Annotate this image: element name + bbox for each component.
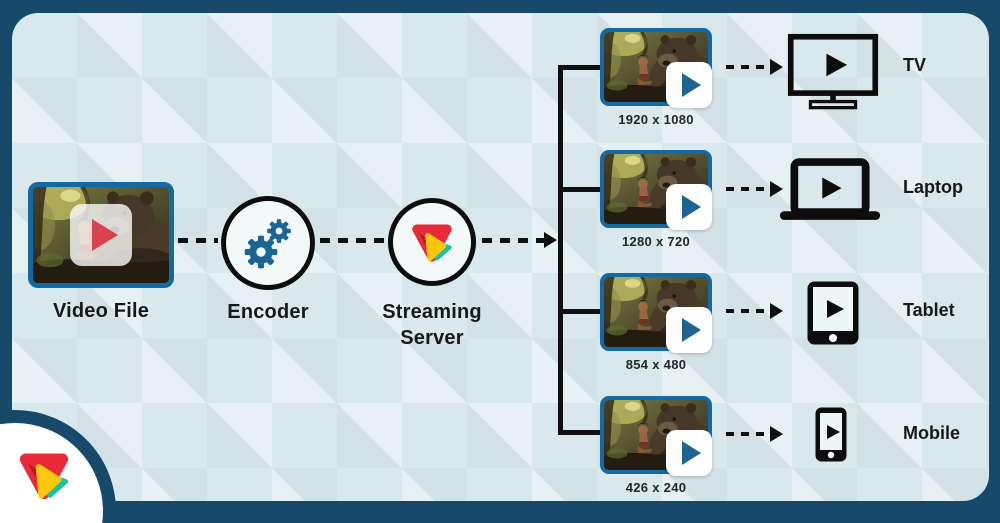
device-label-mobile: Mobile	[903, 423, 960, 443]
encoder-label: Encoder	[227, 301, 309, 323]
streaming-server-label: Streaming Server	[360, 299, 504, 351]
tv-icon	[787, 33, 879, 110]
play-triangle-logo-icon	[405, 215, 459, 269]
play-button-icon-1080p	[666, 62, 712, 108]
streaming-server-node	[388, 198, 476, 286]
arrowhead-server-to-branch	[544, 232, 557, 248]
connector-to-mobile	[726, 432, 770, 436]
branch-line-row2	[558, 187, 604, 192]
branch-line-row3	[558, 309, 604, 314]
branch-line-row4	[558, 430, 604, 435]
connector-to-tv	[726, 65, 770, 69]
mobile-icon	[815, 407, 847, 462]
resolution-label-1080p: 1920 x 1080	[618, 112, 694, 127]
video-file-label: Video File	[52, 300, 150, 322]
device-label-tablet: Tablet	[903, 300, 955, 320]
branch-trunk-line	[558, 65, 563, 435]
connector-encoder-to-server	[320, 238, 384, 243]
arrowhead-to-mobile	[770, 426, 783, 442]
resolution-label-480p: 854 x 480	[625, 357, 687, 372]
arrowhead-to-tablet	[770, 303, 783, 319]
arrowhead-to-tv	[770, 59, 783, 75]
encoder-node	[221, 196, 315, 290]
connector-to-laptop	[726, 187, 770, 191]
laptop-icon	[779, 158, 881, 220]
streaming-server-label-line1: Streaming	[382, 301, 482, 323]
connector-to-tablet	[726, 309, 770, 313]
branch-line-row1	[558, 65, 604, 70]
play-button-icon-240p	[666, 430, 712, 476]
arrowhead-to-laptop	[770, 181, 783, 197]
connector-video-to-encoder	[178, 238, 218, 243]
streaming-server-label-line2: Server	[400, 327, 464, 349]
device-label-laptop: Laptop	[903, 177, 963, 197]
play-button-icon-720p	[666, 184, 712, 230]
brand-logo-icon	[10, 442, 78, 508]
resolution-label-240p: 426 x 240	[625, 480, 687, 495]
video-file-thumbnail	[28, 182, 174, 288]
device-label-tv: TV	[903, 55, 927, 75]
video-play-overlay-icon	[70, 204, 132, 266]
resolution-label-720p: 1280 x 720	[621, 234, 691, 249]
tablet-icon	[807, 281, 859, 345]
gears-icon	[244, 219, 291, 269]
play-button-icon-480p	[666, 307, 712, 353]
connector-server-to-branch	[482, 238, 544, 243]
